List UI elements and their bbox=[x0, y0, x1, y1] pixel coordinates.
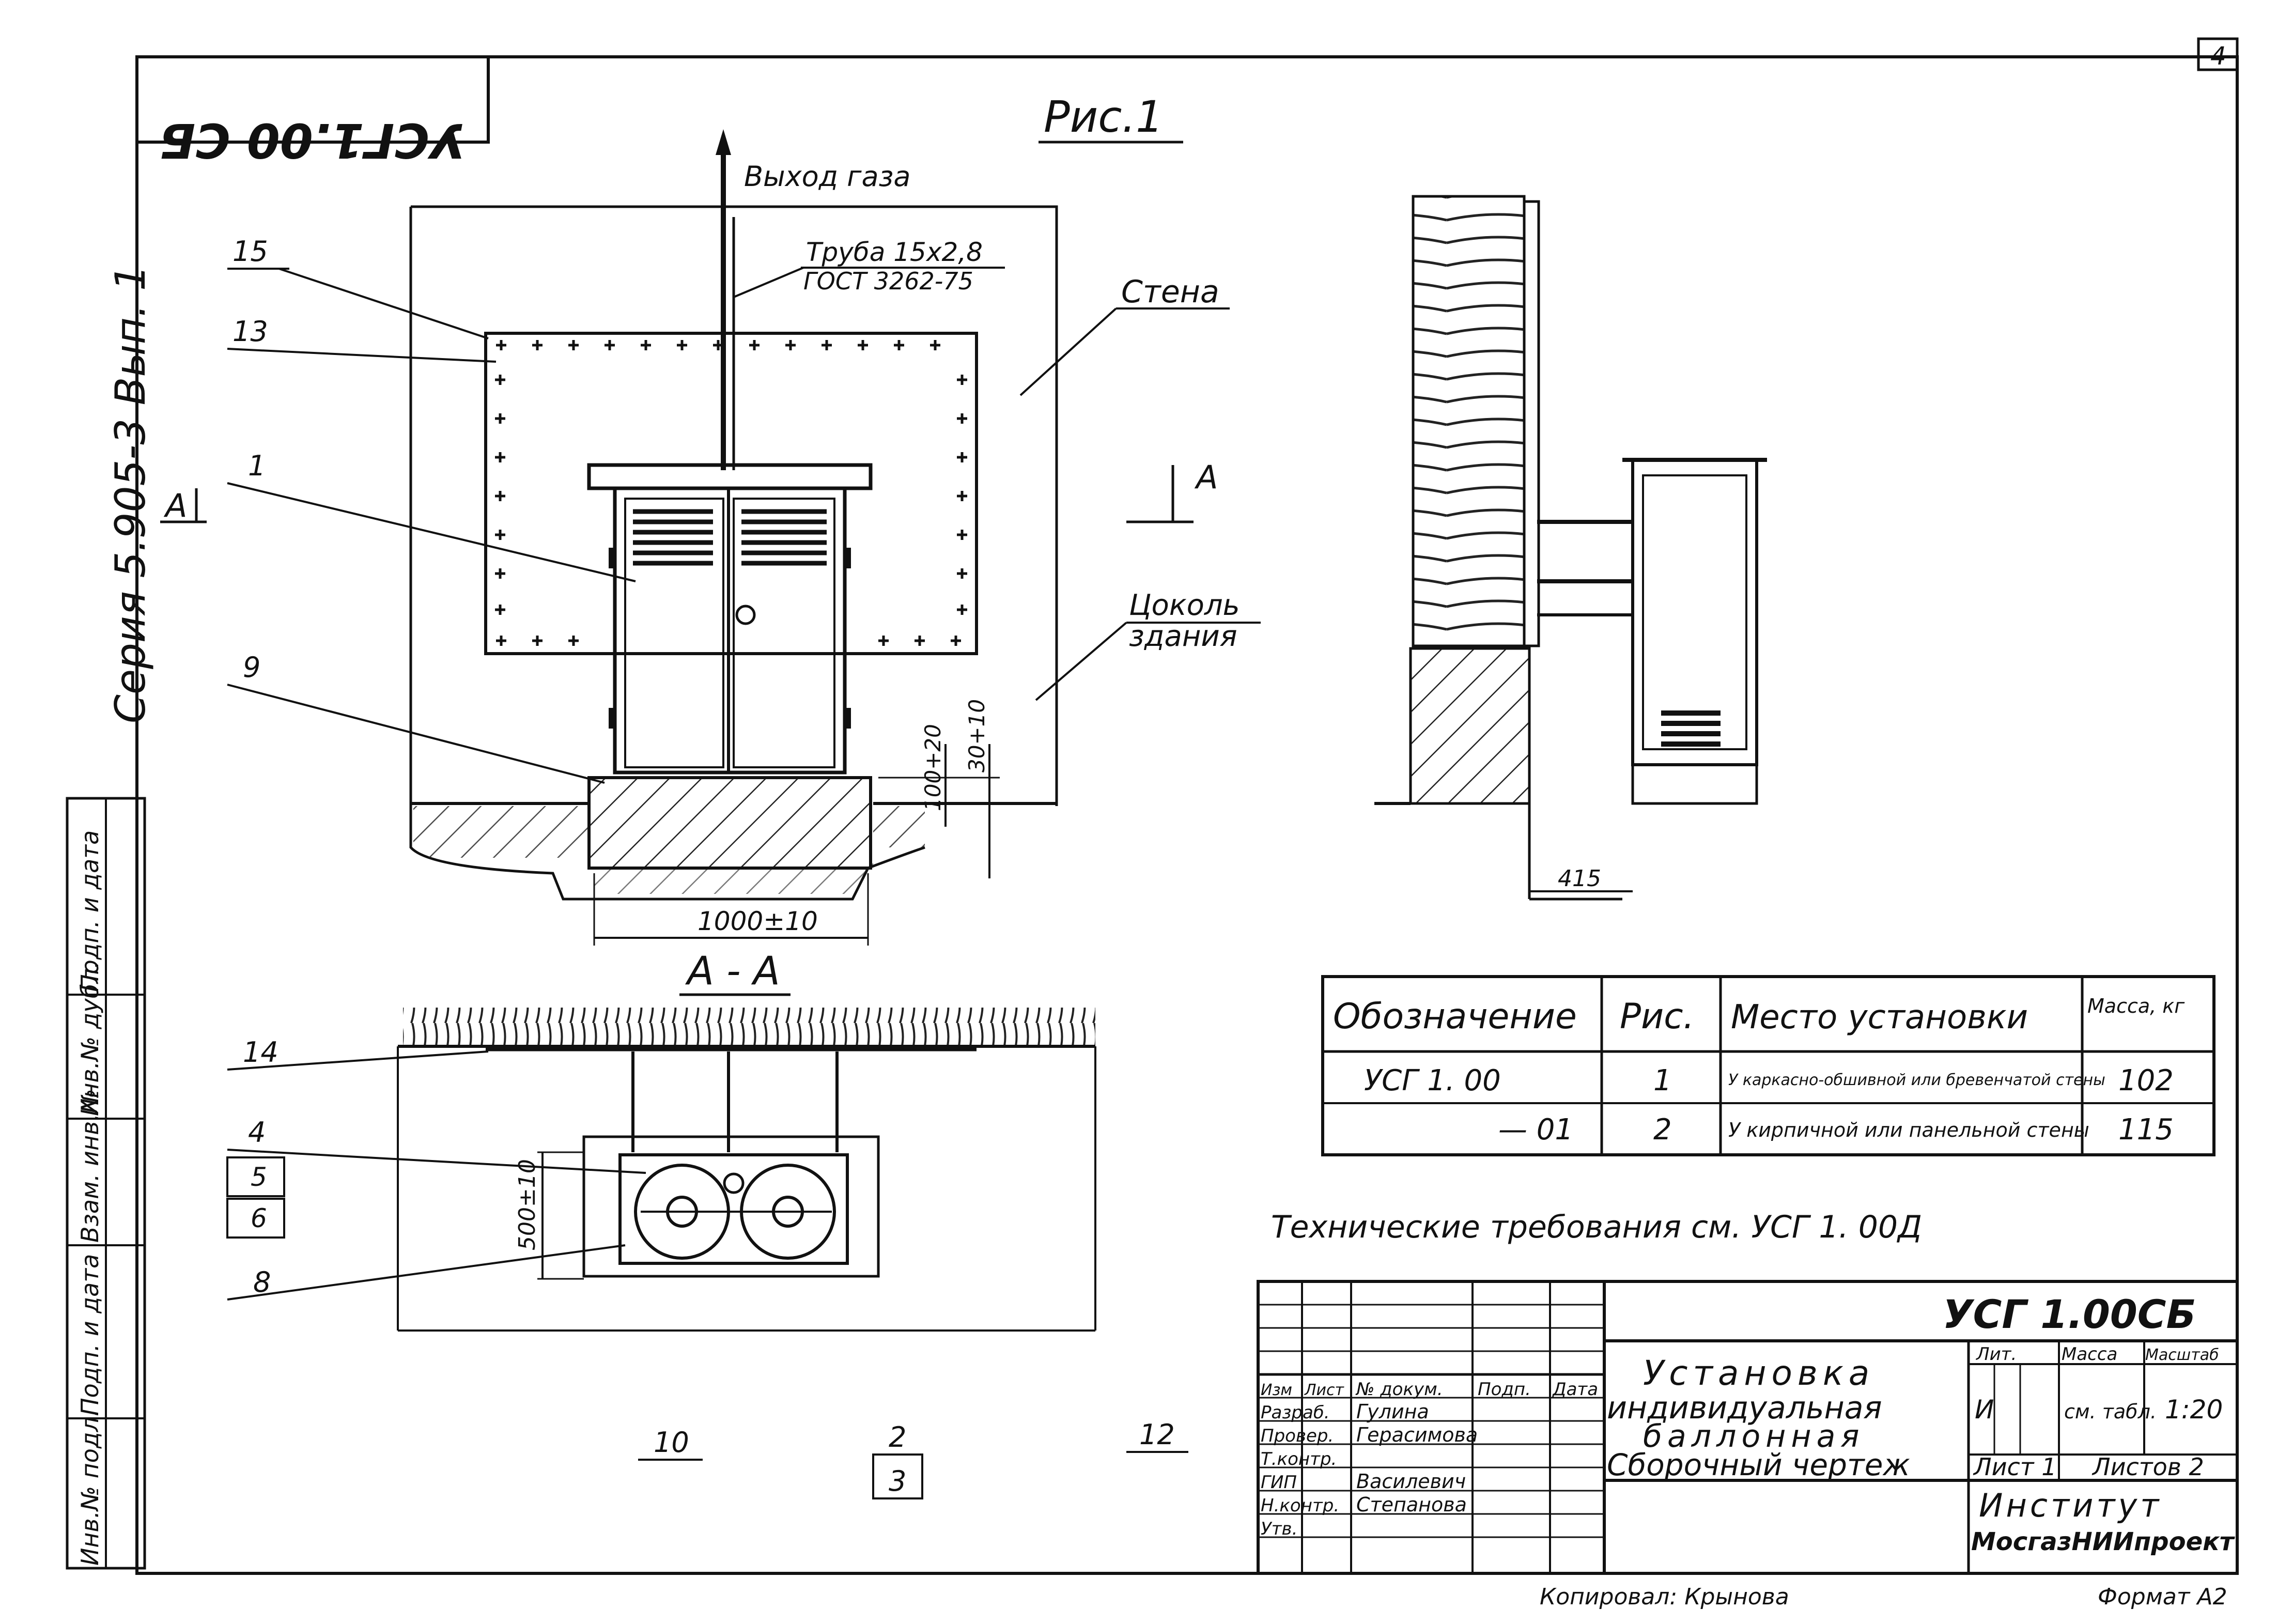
side-stamp-column: Инв.№ подл. Подп. и дата Взам. инв.№ Инв… bbox=[66, 797, 146, 1570]
side-stamp-2: Подп. и дата bbox=[76, 1254, 104, 1416]
sheet-number: 4 bbox=[2210, 42, 2226, 71]
tb-lit-label: Лит. bbox=[1975, 1344, 2017, 1365]
tb-name-1: Гулина bbox=[1356, 1400, 1429, 1423]
side-view: 415 bbox=[1374, 195, 1767, 901]
tb-role-2: Провер. bbox=[1261, 1426, 1334, 1446]
tb-name-4: Василевич bbox=[1356, 1470, 1466, 1493]
part-4: 4 bbox=[248, 1116, 266, 1149]
spec-r1-designation: УСГ 1. 00 bbox=[1364, 1064, 1501, 1097]
tb-role-6: Утв. bbox=[1261, 1519, 1297, 1539]
spec-header-designation: Обозначение bbox=[1333, 996, 1577, 1037]
spec-r2-mass: 115 bbox=[2118, 1113, 2174, 1147]
tb-mass-label: Масса bbox=[2062, 1344, 2117, 1365]
section-mark-right: А bbox=[1194, 458, 1218, 496]
plinth-label-2: здания bbox=[1129, 620, 1237, 653]
dim-30: 30+10 bbox=[964, 699, 989, 772]
spec-r1-fig: 1 bbox=[1653, 1064, 1672, 1097]
tb-doc-code: УСГ 1.00СБ bbox=[1943, 1291, 2196, 1337]
side-stamp-5: Подп. и дата bbox=[76, 830, 104, 992]
front-view: Выход газа Труба 15х2,8 ГОСТ 3262-75 Сте… bbox=[160, 129, 1261, 946]
spec-r2-fig: 2 bbox=[1653, 1113, 1672, 1147]
part-1: 1 bbox=[248, 450, 266, 482]
spec-r1-place: У каркасно-обшивной или бревенчатой стен… bbox=[1728, 1071, 2105, 1089]
tb-role-4: ГИП bbox=[1261, 1472, 1297, 1493]
copied-by: Копировал: Крынова bbox=[1540, 1584, 1789, 1610]
tb-sheets: Листов 2 bbox=[2091, 1453, 2204, 1481]
plinth-label-1: Цоколь bbox=[1129, 589, 1240, 622]
format-label: Формат А2 bbox=[2098, 1584, 2227, 1610]
part-14: 14 bbox=[243, 1036, 278, 1069]
spec-r2-designation: — 01 bbox=[1498, 1113, 1573, 1147]
part-2: 2 bbox=[889, 1421, 906, 1453]
part-15: 15 bbox=[233, 235, 268, 268]
spec-r2-place: У кирпичной или панельной стены bbox=[1728, 1119, 2089, 1141]
dim-width: 1000±10 bbox=[698, 906, 818, 936]
spec-r1-mass: 102 bbox=[2118, 1064, 2174, 1097]
spec-header-mass: Масса, кг bbox=[2087, 995, 2185, 1017]
tb-scale-value: 1:20 bbox=[2165, 1395, 2223, 1425]
plate-fasteners bbox=[495, 340, 967, 646]
tb-role-5: Н.контр. bbox=[1261, 1495, 1339, 1516]
section-a-a: А - А 14 4 5 6 8 500±10 10 2 bbox=[226, 948, 1188, 1499]
wall-label: Стена bbox=[1121, 274, 1219, 310]
tb-role-3: Т.контр. bbox=[1261, 1449, 1337, 1470]
tb-col-sign: Подп. bbox=[1478, 1379, 1531, 1400]
section-title: А - А bbox=[685, 948, 780, 994]
tb-title-1: Установка bbox=[1643, 1353, 1874, 1393]
tb-name-2: Герасимова bbox=[1356, 1424, 1478, 1446]
part-3: 3 bbox=[889, 1465, 906, 1497]
pipe-gost: ГОСТ 3262-75 bbox=[803, 267, 973, 295]
tb-col-date: Дата bbox=[1552, 1379, 1598, 1400]
tb-lit-value: И bbox=[1975, 1395, 1994, 1425]
part-6: 6 bbox=[251, 1203, 267, 1233]
stamp-code-box: УСГ1.00 СБ bbox=[135, 55, 490, 168]
side-stamp-4: Инв.№ дубл. bbox=[76, 961, 104, 1116]
dim-depth: 500±10 bbox=[514, 1159, 540, 1250]
drawing-frame: 4 bbox=[135, 37, 2239, 1575]
tb-title-3: баллонная bbox=[1643, 1418, 1865, 1455]
tb-title-4: Сборочный чертеж bbox=[1607, 1447, 1910, 1482]
tb-role-1: Разраб. bbox=[1261, 1402, 1330, 1423]
side-stamp-1: Инв.№ подл. bbox=[76, 1409, 104, 1566]
tb-sheet: Лист 1 bbox=[1973, 1453, 2056, 1481]
part-12: 12 bbox=[1139, 1418, 1175, 1451]
tb-title-2: индивидуальная bbox=[1607, 1390, 1882, 1426]
dim-415: 415 bbox=[1558, 865, 1601, 892]
spec-header-fig: Рис. bbox=[1620, 996, 1694, 1037]
figure-title: Рис.1 bbox=[1044, 91, 1164, 142]
side-stamp-3: Взам. инв.№ bbox=[76, 1089, 104, 1243]
part-10: 10 bbox=[654, 1426, 689, 1459]
tb-name-5: Степанова bbox=[1356, 1493, 1467, 1516]
stamp-code: УСГ1.00 СБ bbox=[159, 113, 466, 168]
tb-institute-name: МосгазНИИпроект bbox=[1971, 1527, 2236, 1556]
spec-table: Обозначение Рис. Место установки Масса, … bbox=[1321, 975, 2215, 1156]
tech-requirements: Технические требования см. УСГ 1. 00Д bbox=[1271, 1209, 1922, 1245]
tb-col-doc: № докум. bbox=[1355, 1379, 1443, 1400]
title-block: Изм Лист № докум. Подп. Дата Разраб. Про… bbox=[1257, 1280, 2239, 1575]
vent-louvres bbox=[633, 509, 827, 566]
series-label: Серия 5.905-3 Вып. 1 bbox=[106, 265, 154, 723]
tb-mass-value: см. табл. bbox=[2064, 1400, 2157, 1423]
tb-institute: Институт bbox=[1979, 1487, 2162, 1524]
part-5: 5 bbox=[251, 1162, 267, 1192]
spec-header-place: Место установки bbox=[1731, 998, 2028, 1037]
part-9: 9 bbox=[243, 651, 260, 684]
part-13: 13 bbox=[233, 315, 268, 348]
tb-scale-label: Масштаб bbox=[2145, 1346, 2219, 1364]
pipe-label: Труба 15х2,8 bbox=[806, 237, 983, 267]
gas-outlet-label: Выход газа bbox=[744, 160, 910, 193]
section-mark-left: А bbox=[163, 487, 187, 524]
tb-col-list: Лист bbox=[1304, 1381, 1345, 1399]
tb-col-izm: Изм bbox=[1261, 1381, 1292, 1399]
dim-100: 100+20 bbox=[920, 724, 946, 811]
